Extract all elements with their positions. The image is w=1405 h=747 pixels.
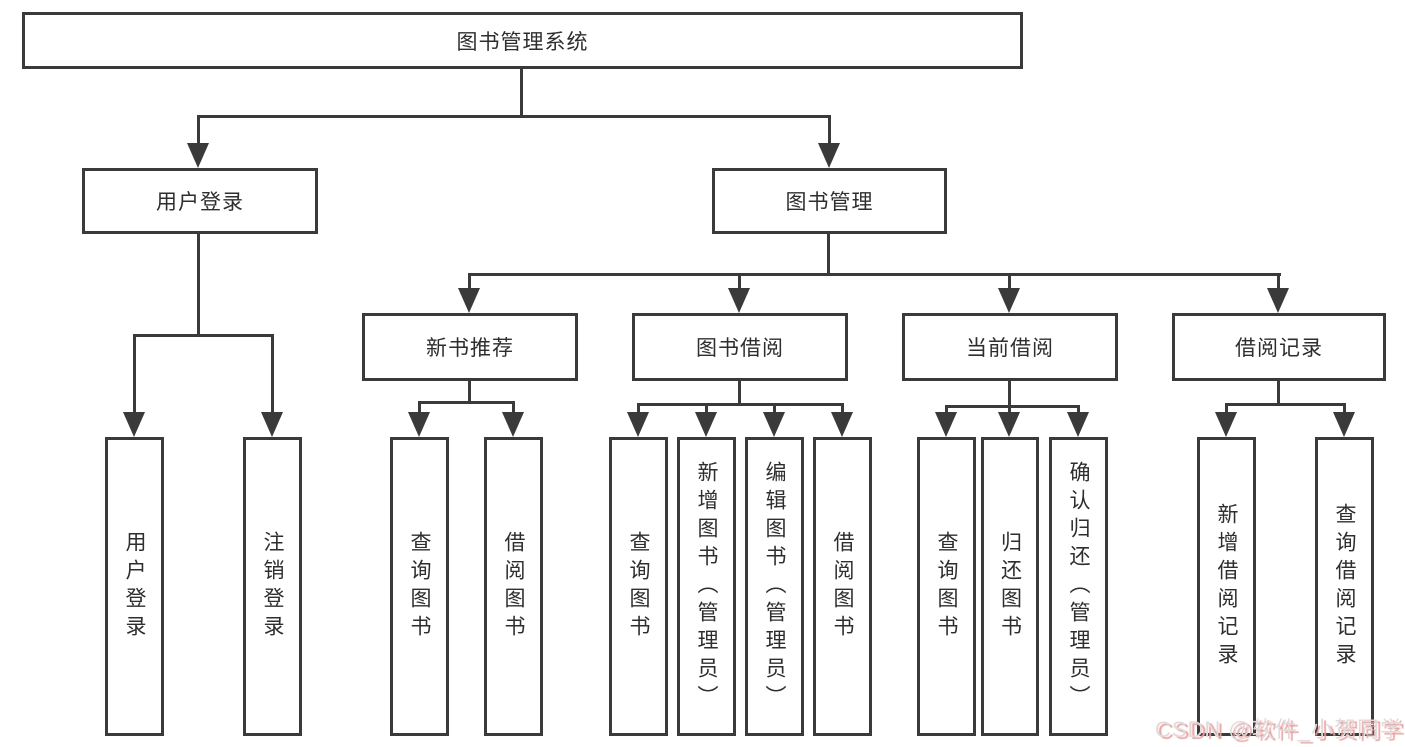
connector-current-borrow-stem bbox=[1008, 380, 1011, 408]
connector-stem-leaf bbox=[1008, 407, 1011, 414]
node-new-book-recommend: 新书推荐 bbox=[362, 313, 578, 381]
node-book-management-label: 图书管理 bbox=[785, 191, 874, 214]
arrow-down-icon bbox=[1215, 412, 1237, 437]
connector-book-borrow-stem bbox=[738, 380, 741, 406]
connector-user-login-branch bbox=[133, 334, 274, 337]
arrow-down-icon bbox=[935, 412, 957, 437]
leaf-confirm-return-admin-label: 确认归还（管理员） bbox=[1067, 460, 1090, 713]
connector-borrow-record-stem bbox=[1277, 380, 1280, 406]
arrow-down-icon bbox=[818, 143, 840, 168]
connector-book-mgmt-stem bbox=[827, 233, 830, 276]
leaf-user-login-label: 用户登录 bbox=[123, 530, 146, 643]
connector-new-book-stem bbox=[468, 380, 471, 404]
connector-stem-leaf bbox=[841, 405, 844, 414]
connector-stem-leaf bbox=[773, 405, 776, 414]
connector-stem-leaf bbox=[512, 403, 515, 414]
connector-stem-book-mgmt bbox=[828, 117, 831, 145]
arrow-down-icon bbox=[458, 288, 480, 313]
node-borrow-record: 借阅记录 bbox=[1172, 313, 1386, 381]
connector-stem-leaf bbox=[133, 336, 136, 414]
arrow-down-icon bbox=[1067, 412, 1089, 437]
connector-root-branch bbox=[197, 115, 831, 118]
leaf-newbook-query-books-label: 查询图书 bbox=[408, 530, 431, 643]
connector-new-book-branch bbox=[418, 401, 515, 404]
arrow-down-icon bbox=[763, 412, 785, 437]
leaf-current-query-books-label: 查询图书 bbox=[935, 530, 958, 643]
leaf-user-login: 用户登录 bbox=[105, 437, 164, 736]
leaf-logout-label: 注销登录 bbox=[261, 530, 284, 643]
leaf-borrow-query-books: 查询图书 bbox=[609, 437, 668, 736]
arrow-down-icon bbox=[998, 412, 1020, 437]
leaf-edit-books-admin-label: 编辑图书（管理员） bbox=[763, 460, 786, 713]
node-root-label: 图书管理系统 bbox=[456, 30, 589, 54]
leaf-add-borrow-record-label: 新增借阅记录 bbox=[1215, 502, 1238, 671]
arrow-down-icon bbox=[998, 288, 1020, 313]
leaf-add-books-admin: 新增图书（管理员） bbox=[677, 437, 736, 736]
connector-stem-leaf bbox=[945, 407, 948, 414]
connector-stem-leaf bbox=[1343, 405, 1346, 414]
arrow-down-icon bbox=[1333, 412, 1355, 437]
leaf-add-books-admin-label: 新增图书（管理员） bbox=[695, 460, 718, 713]
connector-stem-leaf bbox=[637, 405, 640, 414]
csdn-watermark: CSDN @软件_小贺同学 bbox=[1154, 717, 1403, 742]
node-user-login: 用户登录 bbox=[82, 168, 318, 234]
node-book-borrow: 图书借阅 bbox=[632, 313, 848, 381]
leaf-newbook-query-books: 查询图书 bbox=[390, 437, 449, 736]
leaf-query-borrow-record-label: 查询借阅记录 bbox=[1333, 502, 1356, 671]
arrow-down-icon bbox=[123, 412, 145, 437]
arrow-down-icon bbox=[695, 412, 717, 437]
connector-stem-leaf bbox=[418, 403, 421, 414]
arrow-down-icon bbox=[1267, 288, 1289, 313]
connector-book-borrow-branch bbox=[637, 403, 844, 406]
connector-user-login-stem bbox=[197, 233, 200, 337]
connector-stem-leaf bbox=[1225, 405, 1228, 414]
node-borrow-record-label: 借阅记录 bbox=[1235, 337, 1323, 360]
leaf-borrow-books: 借阅图书 bbox=[813, 437, 872, 736]
connector-stem-book-borrow bbox=[738, 275, 741, 292]
leaf-return-books-label: 归还图书 bbox=[998, 530, 1022, 643]
connector-stem-leaf bbox=[1077, 407, 1080, 414]
node-book-borrow-label: 图书借阅 bbox=[696, 337, 784, 360]
arrow-down-icon bbox=[627, 412, 649, 437]
connector-stem-new-book bbox=[468, 275, 471, 292]
arrow-down-icon bbox=[261, 412, 283, 437]
leaf-add-borrow-record: 新增借阅记录 bbox=[1197, 437, 1256, 736]
leaf-current-query-books: 查询图书 bbox=[917, 437, 976, 736]
arrow-down-icon bbox=[408, 412, 430, 437]
node-user-login-label: 用户登录 bbox=[156, 191, 244, 214]
node-root: 图书管理系统 bbox=[22, 12, 1023, 69]
arrow-down-icon bbox=[831, 412, 853, 437]
arrow-down-icon bbox=[728, 288, 750, 313]
leaf-borrow-books-label: 借阅图书 bbox=[831, 530, 854, 643]
arrow-down-icon bbox=[502, 412, 524, 437]
leaf-newbook-borrow-books-label: 借阅图书 bbox=[502, 530, 525, 643]
node-current-borrow-label: 当前借阅 bbox=[966, 337, 1054, 360]
leaf-confirm-return-admin: 确认归还（管理员） bbox=[1049, 437, 1108, 736]
connector-stem-leaf bbox=[271, 336, 274, 414]
connector-root-stem bbox=[520, 68, 523, 118]
leaf-query-borrow-record: 查询借阅记录 bbox=[1315, 437, 1374, 736]
connector-stem-borrow-record bbox=[1277, 275, 1280, 292]
connector-current-borrow-branch bbox=[945, 405, 1080, 408]
connector-stem-leaf bbox=[705, 405, 708, 414]
connector-book-mgmt-branch bbox=[468, 273, 1281, 276]
leaf-return-books: 归还图书 bbox=[981, 437, 1039, 736]
arrow-down-icon bbox=[187, 143, 209, 168]
leaf-newbook-borrow-books: 借阅图书 bbox=[484, 437, 543, 736]
node-new-book-recommend-label: 新书推荐 bbox=[426, 337, 514, 360]
connector-borrow-record-branch bbox=[1225, 403, 1346, 406]
node-book-management: 图书管理 bbox=[712, 168, 947, 234]
connector-stem-current-borrow bbox=[1008, 275, 1011, 292]
leaf-edit-books-admin: 编辑图书（管理员） bbox=[745, 437, 804, 736]
connector-stem-user-login bbox=[197, 117, 200, 145]
leaf-borrow-query-books-label: 查询图书 bbox=[627, 530, 650, 643]
node-current-borrow: 当前借阅 bbox=[902, 313, 1118, 381]
leaf-logout: 注销登录 bbox=[243, 437, 302, 736]
